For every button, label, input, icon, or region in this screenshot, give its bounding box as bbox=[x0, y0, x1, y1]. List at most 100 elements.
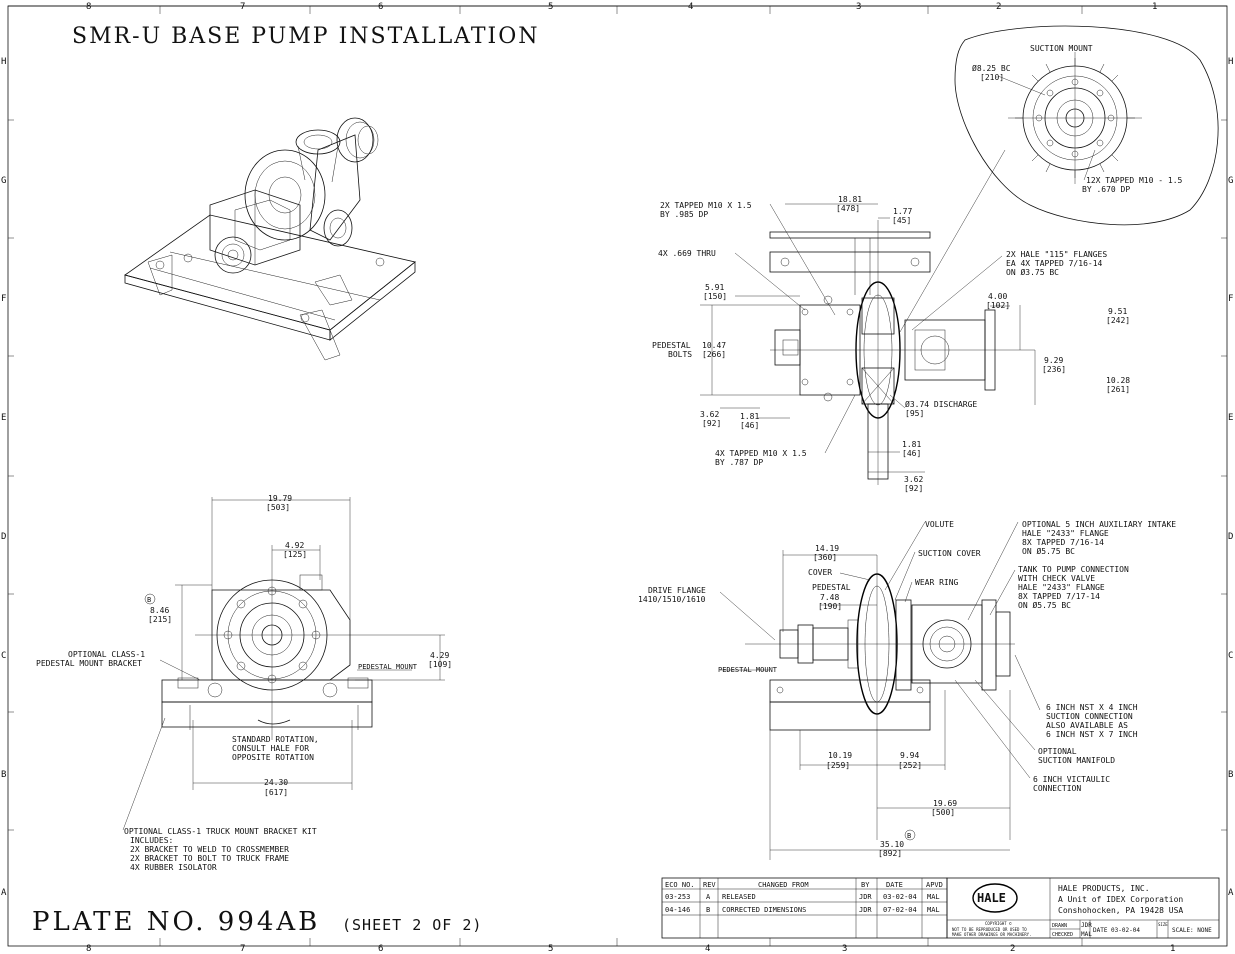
svg-text:HALE: HALE bbox=[977, 891, 1006, 905]
nst-connection-3: ALSO AVAILABLE AS bbox=[1046, 721, 1128, 730]
drawing-title: SMR-U BASE PUMP INSTALLATION bbox=[72, 24, 540, 49]
checked-by: MAL bbox=[1081, 931, 1092, 938]
sheet-number: (SHEET 2 OF 2) bbox=[342, 916, 482, 934]
dim-3-62-b: 3.62 bbox=[904, 475, 923, 484]
grid-numbers-top: 8 7 6 5 4 3 2 1 bbox=[86, 2, 1157, 12]
top-view-tap-a-2: BY .985 DP bbox=[660, 210, 708, 219]
bracket-kit-5: 4X RUBBER ISOLATOR bbox=[130, 863, 217, 872]
grid-letters-left: H G F E D C B A bbox=[1, 57, 7, 898]
aux-intake-4: ON Ø5.75 BC bbox=[1022, 546, 1075, 556]
grid-right-H: H bbox=[1228, 57, 1233, 67]
rev-header-date: DATE bbox=[886, 881, 903, 889]
top-view-tap-b-2: BY .787 DP bbox=[715, 458, 763, 467]
svg-text:CORRECTED DIMENSIONS: CORRECTED DIMENSIONS bbox=[722, 906, 806, 914]
bracket-kit-3: 2X BRACKET TO WELD TO CROSSMEMBER bbox=[130, 845, 289, 854]
grid-top-7: 7 bbox=[240, 2, 245, 12]
dim-9-94: 9.94 bbox=[900, 751, 919, 760]
top-view-thru: 4X .669 THRU bbox=[658, 249, 716, 258]
discharge-label: Ø3.74 DISCHARGE bbox=[905, 399, 977, 409]
revision-balloon-side: B bbox=[904, 829, 916, 841]
victaulic-1: 6 INCH VICTAULIC bbox=[1033, 775, 1110, 784]
svg-text:03-253: 03-253 bbox=[665, 893, 690, 901]
bolts-label: BOLTS bbox=[668, 350, 692, 359]
revision-balloon-front: B bbox=[144, 593, 156, 605]
grid-left-G: G bbox=[1, 176, 6, 186]
size-label: SIZE bbox=[1158, 922, 1168, 927]
svg-text:MAL: MAL bbox=[927, 893, 940, 901]
grid-bottom-2: 2 bbox=[1010, 944, 1015, 954]
company-address: Conshohocken, PA 19428 USA bbox=[1058, 906, 1183, 915]
top-view-tap-a-1: 2X TAPPED M10 X 1.5 bbox=[660, 201, 752, 210]
top-plan-view: 2X TAPPED M10 X 1.5 BY .985 DP 4X .669 T… bbox=[652, 195, 1130, 493]
nst-connection-2: SUCTION CONNECTION bbox=[1046, 712, 1133, 721]
rev-header-rev: REV bbox=[703, 881, 716, 889]
dim-19-69-mm: [500] bbox=[931, 808, 955, 817]
grid-numbers-bottom: 8 7 6 5 4 3 2 1 bbox=[86, 944, 1175, 954]
drawn-label: DRAWN bbox=[1052, 923, 1067, 929]
top-view-tap-b-1: 4X TAPPED M10 X 1.5 bbox=[715, 449, 807, 458]
suction-mount-bc: Ø8.25 BC bbox=[972, 63, 1011, 73]
dim-4-00-mm: [102] bbox=[986, 301, 1010, 310]
grid-top-4: 4 bbox=[688, 2, 693, 12]
drive-flange-2: 1410/1510/1610 bbox=[638, 595, 706, 604]
svg-text:MAL: MAL bbox=[927, 906, 940, 914]
grid-top-6: 6 bbox=[378, 2, 383, 12]
grid-left-E: E bbox=[1, 413, 6, 423]
flanges-note-1: 2X HALE "115" FLANGES bbox=[1006, 250, 1107, 259]
volute-label: VOLUTE bbox=[925, 520, 954, 529]
dim-24-30-mm: [617] bbox=[264, 788, 288, 797]
detail-leader-line bbox=[899, 149, 1006, 333]
dim-1-77: 1.77 bbox=[893, 207, 912, 216]
company-name: HALE PRODUCTS, INC. bbox=[1058, 884, 1150, 893]
grid-left-B: B bbox=[1, 770, 6, 780]
aux-intake-1: OPTIONAL 5 INCH AUXILIARY INTAKE bbox=[1022, 520, 1176, 529]
copyright-notice-2: MAKE OTHER DRAWINGS OR MACHINERY. bbox=[952, 932, 1031, 937]
dim-1-81-b: 1.81 bbox=[902, 440, 921, 449]
grid-right-F: F bbox=[1228, 294, 1233, 304]
suction-mount-bc-mm: [210] bbox=[980, 73, 1004, 82]
grid-right-A: A bbox=[1228, 888, 1234, 898]
grid-top-5: 5 bbox=[548, 2, 553, 12]
suction-mount-tap-2: BY .670 DP bbox=[1082, 185, 1130, 194]
dim-10-47: 10.47 bbox=[702, 341, 726, 350]
dim-1-81-b-mm: [46] bbox=[902, 449, 921, 458]
bracket-kit-2: INCLUDES: bbox=[130, 836, 173, 845]
dim-14-19: 14.19 bbox=[815, 544, 839, 553]
dim-1-81-a-mm: [46] bbox=[740, 421, 759, 430]
grid-bottom-8: 8 bbox=[86, 944, 91, 954]
optional-bracket-1: OPTIONAL CLASS-1 bbox=[68, 650, 145, 659]
svg-text:07-02-04: 07-02-04 bbox=[883, 906, 917, 914]
suction-flange-drawing bbox=[997, 52, 1142, 184]
svg-text:04-146: 04-146 bbox=[665, 906, 690, 914]
aux-intake-3: 8X TAPPED 7/16-14 bbox=[1022, 538, 1104, 547]
svg-text:03-02-04: 03-02-04 bbox=[883, 893, 917, 901]
dim-7-48: 7.48 bbox=[820, 593, 839, 602]
plate-number: PLATE NO. 994AB (SHEET 2 OF 2) bbox=[32, 907, 482, 937]
drive-flange-1: DRIVE FLANGE bbox=[648, 586, 706, 595]
dim-10-28-mm: [261] bbox=[1106, 385, 1130, 394]
revision-table: ECO NO. REV CHANGED FROM BY DATE APVD 03… bbox=[661, 877, 948, 939]
dim-4-29: 4.29 bbox=[430, 651, 449, 660]
isometric-pump-view bbox=[124, 117, 416, 361]
drawing-date: DATE 03-02-04 bbox=[1093, 927, 1140, 934]
dim-19-69: 19.69 bbox=[933, 799, 957, 808]
flanges-note-2: EA 4X TAPPED 7/16-14 bbox=[1006, 259, 1103, 268]
dim-9-29-mm: [236] bbox=[1042, 365, 1066, 374]
grid-left-D: D bbox=[1, 532, 6, 542]
tank-connection-2: WITH CHECK VALVE bbox=[1018, 574, 1095, 583]
dim-35-10-mm: [892] bbox=[878, 849, 902, 858]
svg-text:B: B bbox=[147, 596, 151, 604]
dim-10-47-mm: [266] bbox=[702, 350, 726, 359]
dim-14-19-mm: [360] bbox=[813, 553, 837, 562]
dim-3-62-a: 3.62 bbox=[700, 410, 719, 419]
dim-10-28: 10.28 bbox=[1106, 376, 1130, 385]
grid-left-C: C bbox=[1, 651, 6, 661]
title-block: HALE HALE PRODUCTS, INC. A Unit of IDEX … bbox=[946, 877, 1220, 939]
dim-9-94-mm: [252] bbox=[898, 761, 922, 770]
grid-left-A: A bbox=[1, 888, 7, 898]
table-row: 03-253 A RELEASED JDR 03-02-04 MAL bbox=[665, 893, 940, 901]
grid-top-2: 2 bbox=[996, 2, 1001, 12]
grid-bottom-7: 7 bbox=[240, 944, 245, 954]
discharge-label-mm: [95] bbox=[905, 409, 924, 418]
suction-mount-detail: SUCTION MOUNT Ø8.25 BC [210] 12X TAPPED … bbox=[899, 25, 1219, 333]
